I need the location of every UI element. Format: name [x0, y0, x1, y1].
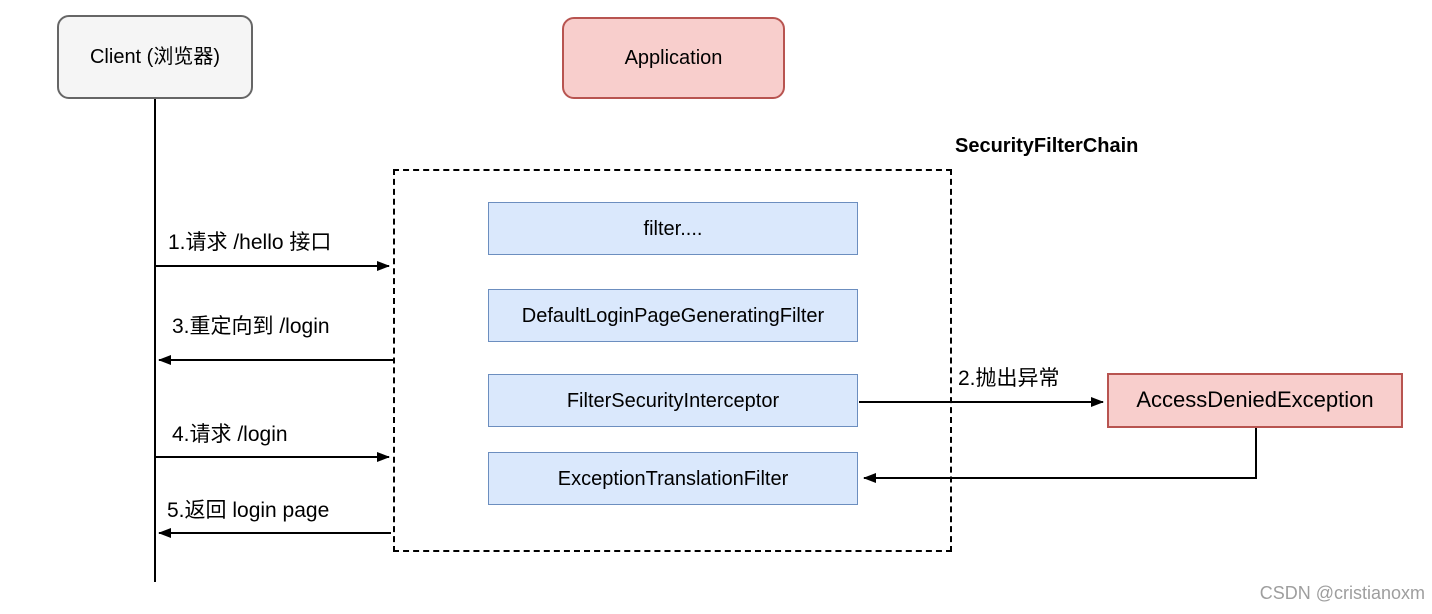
arrow-exception-to-translation-filter — [863, 428, 1257, 483]
client-node-label: Client (浏览器) — [89, 46, 220, 68]
filter-node-label: filter.... — [643, 217, 703, 240]
application-node: Application — [562, 17, 785, 99]
message-label-step1: 1.请求 /hello 接口 — [168, 231, 332, 254]
access-denied-exception-node: AccessDeniedException — [1107, 373, 1403, 428]
application-node-label: Application — [624, 47, 723, 69]
filter-node-label: ExceptionTranslationFilter — [557, 467, 789, 490]
message-label-step3: 3.重定向到 /login — [172, 315, 330, 338]
security-filter-chain-label: SecurityFilterChain — [955, 135, 1139, 157]
filter-node-label: FilterSecurityInterceptor — [566, 389, 780, 412]
message-label-step4: 4.请求 /login — [172, 423, 288, 446]
security-filter-chain-frame — [393, 169, 952, 552]
message-label-step2: 2.抛出异常 — [958, 367, 1060, 390]
access-denied-exception-label: AccessDeniedException — [1136, 387, 1374, 413]
filter-node-filter-security-interceptor: FilterSecurityInterceptor — [488, 374, 858, 427]
csdn-watermark: CSDN @cristianoxm — [1259, 583, 1425, 603]
filter-node-label: DefaultLoginPageGeneratingFilter — [521, 304, 825, 327]
filter-node-exception-translation: ExceptionTranslationFilter — [488, 452, 858, 505]
message-label-step5: 5.返回 login page — [167, 499, 330, 522]
client-node: Client (浏览器) — [57, 15, 253, 99]
filter-node-generic: filter.... — [488, 202, 858, 255]
filter-node-default-login-page-generating: DefaultLoginPageGeneratingFilter — [488, 289, 858, 342]
